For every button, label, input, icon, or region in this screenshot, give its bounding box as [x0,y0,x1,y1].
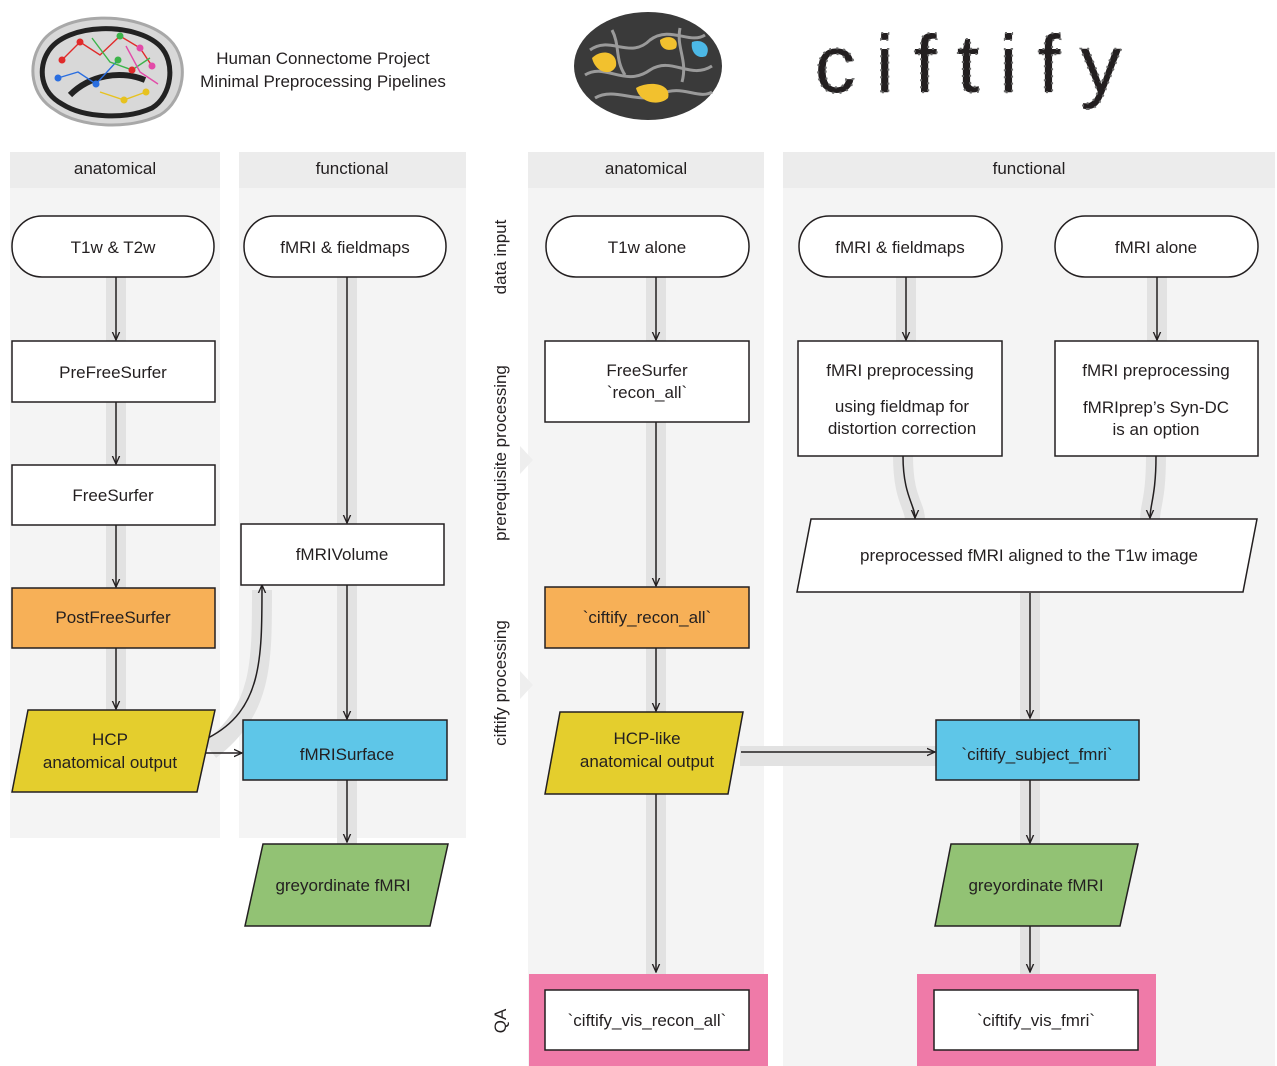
hcp-brain-logo [31,16,184,127]
svg-text:fMRI preprocessing: fMRI preprocessing [1082,361,1229,380]
svg-text:fMRIVolume: fMRIVolume [296,545,389,564]
ciftify-recon-all: `ciftify_recon_all` [544,586,750,649]
svg-text:fMRI alone: fMRI alone [1115,238,1197,257]
svg-text:fMRI & fieldmaps: fMRI & fieldmaps [835,238,964,257]
svg-text:greyordinate fMRI: greyordinate fMRI [968,876,1103,895]
svg-text:PreFreeSurfer: PreFreeSurfer [59,363,167,382]
column-headers: anatomical functional anatomical functio… [10,152,1275,188]
hcp-subtitle: Minimal Preprocessing Pipelines [200,72,446,91]
svg-text:`ciftify_subject_fmri`: `ciftify_subject_fmri` [961,745,1112,764]
ciftify-fmri-preprocessing-fieldmap: fMRI preprocessing using fieldmap for di… [797,340,1003,457]
ciftify-vis-fmri: `ciftify_vis_fmri` [917,974,1156,1066]
svg-text:FreeSurfer: FreeSurfer [72,486,154,505]
ciftify-input-fmri-alone: fMRI alone [1054,215,1259,278]
svg-text:fMRIprep’s Syn-DC: fMRIprep’s Syn-DC [1083,398,1229,417]
ciftify-nodes: T1w alone fMRI & fieldmaps fMRI alone Fr… [529,215,1259,1066]
hcp-prefreesurfer: PreFreeSurfer [11,340,216,403]
ciftify-preprocessed-fmri: preprocessed fMRI aligned to the T1w ima… [796,518,1258,593]
hcp-fmrisurface: fMRISurface [242,719,448,781]
svg-text:`recon_all`: `recon_all` [607,383,687,402]
svg-text:`ciftify_recon_all`: `ciftify_recon_all` [583,608,712,627]
svg-text:PostFreeSurfer: PostFreeSurfer [55,608,171,627]
hcp-functional-header: functional [316,159,389,178]
hcp-title: Human Connectome Project [216,49,430,68]
stage-label-data-input: data input [491,219,510,294]
svg-text:anatomical output: anatomical output [580,752,714,771]
stage-separators [520,446,533,699]
svg-text:is an option: is an option [1113,420,1200,439]
svg-text:T1w alone: T1w alone [608,238,686,257]
flow-arrows [116,277,1157,972]
ciftify-input-t1w-alone: T1w alone [545,215,750,278]
svg-text:`ciftify_vis_recon_all`: `ciftify_vis_recon_all` [568,1011,727,1030]
ciftify-greyordinate-fmri: greyordinate fMRI [934,843,1139,927]
svg-text:greyordinate fMRI: greyordinate fMRI [275,876,410,895]
stage-label-prerequisite: prerequisite processing [491,365,510,541]
svg-text:using fieldmap for: using fieldmap for [835,397,970,416]
ciftify-brain-image [574,12,722,120]
svg-text:fMRISurface: fMRISurface [300,745,394,764]
svg-text:anatomical output: anatomical output [43,753,177,772]
hcp-anatomical-output: HCP anatomical output [11,709,216,793]
stage-label-qa: QA [491,1008,510,1033]
ciftify-freesurfer-recon-all: FreeSurfer `recon_all` [544,340,750,423]
ciftify-input-fmri-fieldmaps: fMRI & fieldmaps [798,215,1003,278]
svg-text:fMRI preprocessing: fMRI preprocessing [826,361,973,380]
svg-text:HCP-like: HCP-like [613,729,680,748]
hcp-input-t1w-t2w: T1w & T2w [11,215,215,278]
hcp-fmrivolume: fMRIVolume [240,523,445,586]
ciftify-fmri-preprocessing-syndc: fMRI preprocessing fMRIprep’s Syn-DC is … [1054,340,1259,457]
ciftify-anatomical-output: HCP-like anatomical output [544,711,744,795]
ciftify-functional-header: functional [993,159,1066,178]
hcp-nodes: T1w & T2w fMRI & fieldmaps PreFreeSurfer… [11,215,449,927]
svg-text:T1w & T2w: T1w & T2w [71,238,156,257]
ciftify-anatomical-header: anatomical [605,159,687,178]
svg-text:distortion correction: distortion correction [828,419,976,438]
ciftify-vis-recon-all: `ciftify_vis_recon_all` [529,974,768,1066]
hcp-freesurfer: FreeSurfer [11,464,216,526]
svg-text:FreeSurfer: FreeSurfer [606,361,688,380]
svg-text:HCP: HCP [92,730,128,749]
ciftify-subject-fmri: `ciftify_subject_fmri` [935,719,1140,781]
svg-text:preprocessed fMRI aligned to t: preprocessed fMRI aligned to the T1w ima… [860,546,1198,565]
svg-text:`ciftify_vis_fmri`: `ciftify_vis_fmri` [977,1011,1095,1030]
stage-label-ciftify-processing: ciftify processing [491,620,510,746]
hcp-greyordinate-fmri: greyordinate fMRI [244,843,449,927]
hcp-input-fmri-fieldmaps: fMRI & fieldmaps [243,215,447,278]
svg-text:ciftify: ciftify [815,19,1142,110]
stage-labels: data input prerequisite processing cifti… [491,219,510,1033]
ciftify-logo: ciftify [814,18,1142,111]
hcp-anatomical-header: anatomical [74,159,156,178]
hcp-postfreesurfer: PostFreeSurfer [11,587,216,649]
svg-text:fMRI & fieldmaps: fMRI & fieldmaps [280,238,409,257]
